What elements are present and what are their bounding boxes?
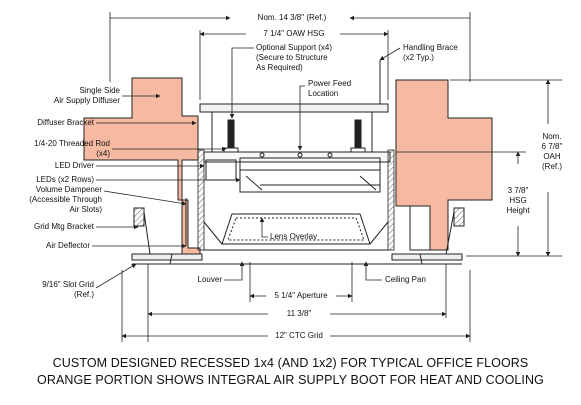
- lens-reflector: [203, 213, 390, 251]
- label-threaded-rod: 1/4-20 Threaded Rod (x4): [4, 139, 110, 159]
- handling-brace-line2: (x2 Typ.): [403, 53, 434, 62]
- optional-support-line3: As Required): [256, 63, 303, 72]
- dim-11-3-8: 11 3/8": [286, 309, 312, 318]
- leader-lines: [92, 47, 401, 289]
- caption-line2: ORANGE PORTION SHOWS INTEGRAL AIR SUPPLY…: [37, 373, 544, 387]
- label-slot-grid: 9/16" Slot Grid (Ref.): [4, 280, 94, 300]
- label-ceiling-pan: Ceiling Pan: [385, 275, 426, 284]
- dim-aperture: 5 1/4" Aperture: [274, 291, 328, 300]
- label-louver: Louver: [197, 275, 222, 284]
- single-side-line1: Single Side: [79, 86, 120, 95]
- nom-oah-line1: Nom.: [542, 132, 562, 141]
- power-feed-line1: Power Feed: [308, 79, 352, 88]
- nom-oah-line4: (Ref.): [542, 162, 562, 171]
- label-handling-brace: Handling Brace (x2 Typ.): [403, 43, 458, 63]
- hsg-height-line3: Height: [506, 206, 530, 215]
- label-air-deflector: Air Deflector: [45, 241, 90, 250]
- threaded-rod-line1: 1/4-20 Threaded Rod: [34, 139, 110, 148]
- dim-oaw-hsg: 7 1/4" OAW HSG: [263, 29, 325, 38]
- housing-sides: [197, 149, 395, 251]
- handling-brace: [199, 60, 389, 152]
- optional-support-line2: (Secure to Structure: [256, 53, 328, 62]
- volume-dampener-line3: Air Slots): [69, 205, 102, 214]
- label-leds: LEDs (x2 Rows): [36, 175, 94, 184]
- nom-oah-line3: OAH: [543, 152, 561, 161]
- label-diffuser-bracket: Diffuser Bracket: [37, 118, 94, 127]
- label-optional-support: Optional Support (x4) (Secure to Structu…: [256, 43, 332, 73]
- dim-hsg-height: 3 7/8" HSG Height: [498, 186, 538, 216]
- grid-brackets: [131, 207, 465, 265]
- threaded-rods: [223, 119, 366, 153]
- optional-support-line1: Optional Support (x4): [256, 43, 333, 52]
- label-power-feed: Power Feed Location: [308, 79, 351, 99]
- led-driver: [203, 151, 391, 193]
- volume-dampener-line1: Volume Dampener: [35, 185, 102, 194]
- volume-dampener-line2: (Accessible Through: [29, 195, 102, 204]
- threaded-rod-line2: (x4): [96, 149, 110, 158]
- dim-nom-width: Nom. 14 3/8" (Ref.): [257, 13, 327, 22]
- dim-nom-oah: Nom. 6 7/8" OAH (Ref.): [532, 132, 572, 172]
- dim-ctc-grid: 12" CTC Grid: [275, 331, 323, 340]
- label-single-side: Single Side Air Supply Diffuser: [4, 86, 120, 106]
- slot-grid-line2: (Ref.): [74, 290, 94, 299]
- single-side-line2: Air Supply Diffuser: [53, 96, 120, 105]
- label-volume-dampener: Volume Dampener (Accessible Through Air …: [4, 185, 102, 215]
- caption-line1: CUSTOM DESIGNED RECESSED 1x4 (AND 1x2) F…: [52, 356, 529, 370]
- power-feed-line2: Location: [308, 89, 339, 98]
- handling-brace-line1: Handling Brace: [403, 43, 458, 52]
- label-grid-mtg-bracket: Grid Mtg Bracket: [33, 222, 94, 231]
- hsg-height-line2: HSG: [509, 196, 527, 205]
- dimension-lines: [109, 12, 562, 342]
- label-led-driver: LED Driver: [54, 161, 94, 170]
- slot-grid-line1: 9/16" Slot Grid: [42, 280, 94, 289]
- label-lens-overlay: Lens Overlay: [270, 232, 318, 241]
- nom-oah-line2: 6 7/8": [541, 142, 563, 151]
- hsg-height-line1: 3 7/8": [507, 186, 529, 195]
- right-air-boot: [395, 79, 493, 251]
